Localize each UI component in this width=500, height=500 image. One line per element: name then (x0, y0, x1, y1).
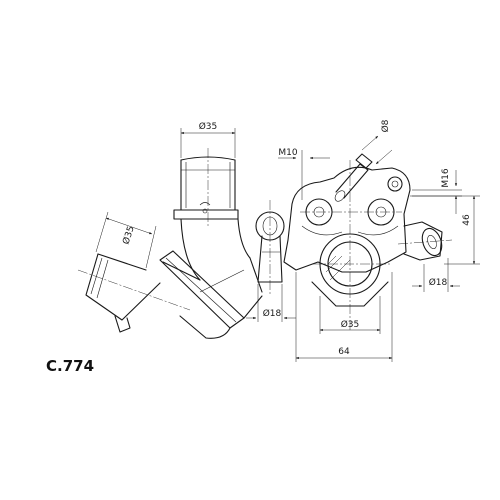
dim-label-left-pipe: Ø35 (121, 225, 137, 246)
dim-label-small-pipe: Ø8 (380, 119, 391, 132)
top-inlet-pipe (173, 148, 239, 228)
small-vent-pipe (334, 153, 373, 202)
dim-label-46: 46 (462, 214, 472, 226)
dim-label-m10: M10 (278, 148, 297, 158)
dim-small-pipe: Ø8 (361, 119, 393, 165)
elbow-body (159, 218, 263, 339)
sensor-boss (255, 200, 285, 296)
dim-height-46: 46 (410, 195, 480, 265)
dim-left-pipe: Ø35 (95, 211, 157, 269)
dim-thread-m10: M10 (278, 148, 330, 200)
dim-label-m16: M16 (441, 168, 451, 187)
dim-right-pipe: Ø18 (412, 258, 460, 292)
bottom-outlet (311, 233, 392, 307)
dim-label-bottom-pipe: Ø18 (263, 308, 282, 319)
thermostat-housing (283, 160, 411, 330)
dim-outlet: Ø35 (319, 296, 381, 334)
dim-label-right-pipe: Ø18 (429, 277, 448, 288)
dim-overall-width: 64 (295, 272, 393, 362)
dim-label-outlet: Ø35 (341, 319, 360, 330)
dim-thread-m16: M16 (412, 168, 462, 214)
right-side-pipe (397, 221, 453, 261)
part-code: C.774 (46, 357, 94, 375)
dim-bottom-pipe: Ø18 (246, 284, 296, 322)
dim-top-inlet: Ø35 (180, 121, 236, 158)
dim-label-top-inlet: Ø35 (199, 121, 218, 132)
left-angled-pipe (77, 253, 191, 333)
dim-label-64: 64 (338, 347, 350, 357)
